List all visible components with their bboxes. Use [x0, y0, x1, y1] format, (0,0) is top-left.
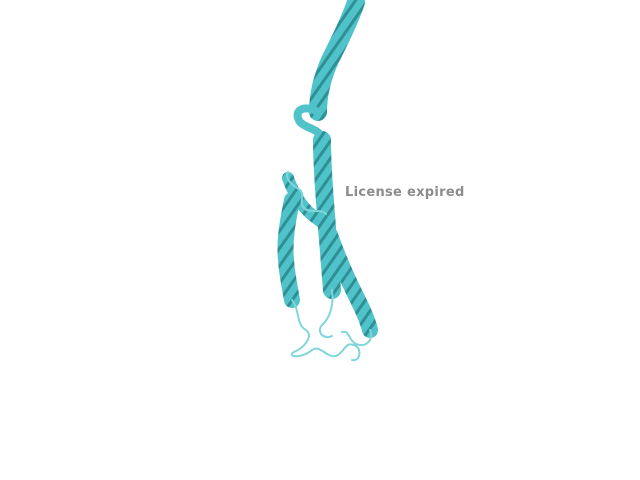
license-watermark: License expired: [345, 185, 465, 200]
helix-left: [277, 192, 300, 308]
coil-upper: [286, 171, 327, 215]
helix-central: [313, 131, 341, 299]
coil-bottom: [290, 289, 372, 362]
helix-upper-left: [282, 172, 336, 234]
helix-top: [309, 0, 365, 121]
helix-right: [322, 227, 378, 338]
